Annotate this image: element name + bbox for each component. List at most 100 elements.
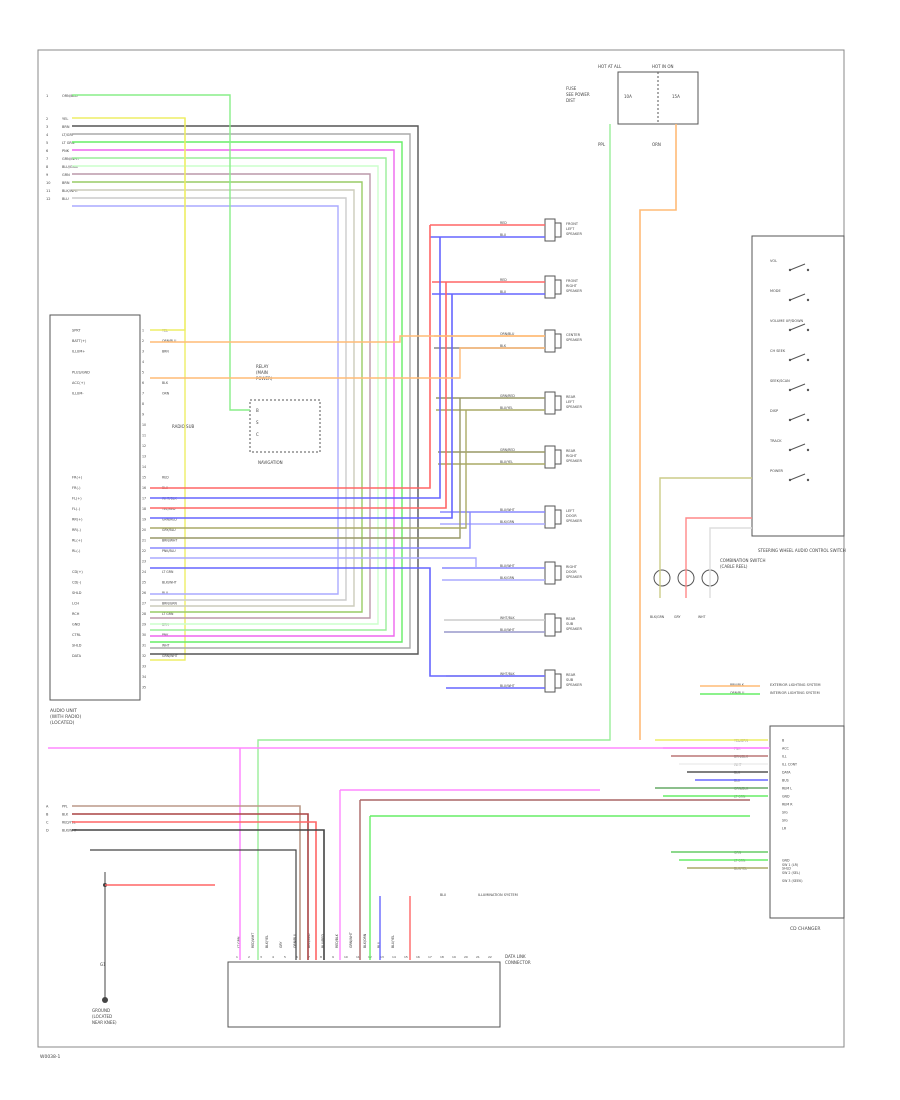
fuse-label-2: SEE POWER xyxy=(566,92,590,97)
other-system-label: ILLUMINATION SYSTEM xyxy=(478,893,518,897)
data-link-pin-number: 11 xyxy=(356,955,360,959)
audio-pin-name: RL(-) xyxy=(72,549,81,553)
speaker-label: SUB xyxy=(566,678,574,682)
bundle-wire xyxy=(72,125,419,655)
steering-switch-item: TRACK xyxy=(769,439,782,443)
audio-pin-number: 16 xyxy=(142,486,146,490)
data-link-pin-number: 19 xyxy=(452,955,456,959)
audio-pin-number: 25 xyxy=(142,581,146,585)
wire xyxy=(72,829,325,960)
data-link-pin-wire: LT GRN xyxy=(237,936,241,948)
input-wire-index: 8 xyxy=(46,165,48,169)
cd-pin-name: BUS xyxy=(782,779,789,783)
speaker-wire-label: RED xyxy=(500,278,507,282)
audio-pin-name: SHLD xyxy=(72,644,82,648)
input-wire-label: BLK/WHT xyxy=(62,189,79,193)
wire xyxy=(150,410,467,529)
cd-pin-name: SHLD xyxy=(782,867,791,871)
audio-pin-number: 8 xyxy=(142,402,144,406)
diagram-code: W0038-1 xyxy=(40,1054,61,1060)
cd-bottom-label: SW 3 (SEEK) xyxy=(782,879,803,883)
speaker-label: SPEAKER xyxy=(566,683,582,687)
speaker-wire-label: BLK/GRN xyxy=(500,576,515,580)
data-link-pin-number: 9 xyxy=(332,955,334,959)
speaker-label: SPEAKER xyxy=(566,459,582,463)
data-link-pin-number: 3 xyxy=(260,955,262,959)
bundle-wire xyxy=(72,133,411,649)
wire xyxy=(639,124,677,740)
other-system-label: EXTERIOR LIGHTING SYSTEM xyxy=(770,683,821,687)
audio-pin-wire: ORN xyxy=(162,392,170,396)
speaker-wire-label: WHT/BLK xyxy=(500,616,516,620)
data-link-pin-number: 20 xyxy=(464,955,468,959)
audio-pin-wire: PNK xyxy=(162,633,169,637)
relay-contact-c: C xyxy=(256,432,259,437)
speaker-label: REAR xyxy=(566,395,576,399)
audio-pin-name: ILLUM- xyxy=(72,392,84,396)
audio-pin-number: 31 xyxy=(142,644,146,648)
audio-pin-wire: PNK/BLU xyxy=(162,549,176,553)
speaker-label: FRONT xyxy=(566,222,579,226)
fuse-title-2: HOT IN ON xyxy=(652,64,673,69)
data-link-pin-number: 7 xyxy=(308,955,310,959)
bottom-wire-index: B xyxy=(46,813,49,817)
input-wire-label: BRN xyxy=(62,125,70,129)
input-wire-index: 12 xyxy=(46,197,50,201)
audio-pin-wire: BRN xyxy=(162,350,169,354)
speaker-wire-label: ORN/BLU xyxy=(500,332,515,336)
data-link-pin-wire: RED/WHT xyxy=(251,933,255,948)
speaker-wire-label: BLK xyxy=(500,344,507,348)
speaker-label: SPEAKER xyxy=(566,405,582,409)
input-wire-index: 9 xyxy=(46,173,48,177)
audio-pin-number: 32 xyxy=(142,654,146,658)
steering-switch-item: CH SEEK xyxy=(770,349,786,353)
audio-pin-wire: BLK/WHT xyxy=(162,581,177,585)
input-wire-label: GRN/WHT xyxy=(62,157,80,161)
fuse-label-1: FUSE xyxy=(566,86,577,91)
data-link-pin-number: 13 xyxy=(380,955,384,959)
bundle-wire xyxy=(72,141,403,643)
audio-pin-wire: ORN/BLU xyxy=(162,339,177,343)
audio-pin-number: 18 xyxy=(142,507,146,511)
speaker-label: REAR xyxy=(566,617,576,621)
bundle-wire xyxy=(72,205,339,595)
bottom-wire-label: RED/YEL xyxy=(62,821,76,825)
bundle-wire xyxy=(72,181,363,613)
steering-switch-item: DISP xyxy=(770,409,778,413)
wire xyxy=(150,347,545,379)
bundle-wire xyxy=(72,117,186,661)
speakers: FRONTLEFTSPEAKERREDBLUFRONTRIGHTSPEAKERR… xyxy=(500,218,582,693)
audio-pin-number: 24 xyxy=(142,570,146,574)
audio-unit-body xyxy=(49,314,141,701)
audio-pin-wire: GRN/WHT xyxy=(162,654,178,658)
speaker-wire-label: GRN/RED xyxy=(500,394,515,398)
input-wire-index: 6 xyxy=(46,149,48,153)
wire xyxy=(150,512,471,549)
bundle-wire xyxy=(72,94,250,411)
cd-bottom-label: SW 1 (LR) xyxy=(782,863,798,867)
cd-pin-name: SIG xyxy=(782,819,788,823)
cable-reel-wire: BLK/GRN xyxy=(650,615,665,619)
speaker-wire-label: BLU/YEL xyxy=(500,460,513,464)
audio-pin-number: 3 xyxy=(142,350,144,354)
relay-contact-b: B xyxy=(256,408,259,413)
speaker-label: DOOR xyxy=(566,514,577,518)
cd-pin-name: B xyxy=(782,739,785,743)
wire xyxy=(150,225,431,489)
wire xyxy=(150,398,461,539)
bottom-wire-index: A xyxy=(46,805,49,809)
audio-unit-label2: (WITH RADIO) xyxy=(50,714,81,720)
cd-pin-name: REM L xyxy=(782,787,792,791)
audio-pin-name: DATA xyxy=(72,654,82,658)
cd-pin-name: LR xyxy=(782,827,787,831)
navigation-label: NAVIGATION xyxy=(258,460,283,465)
audio-pin-name: RR(-) xyxy=(72,528,81,532)
audio-pin-number: 14 xyxy=(142,465,146,469)
wires xyxy=(48,94,770,960)
speaker-label: SUB xyxy=(566,622,574,626)
speaker-wire-label: WHT/BLK xyxy=(500,672,516,676)
data-link-pin-wire: BLU/RED xyxy=(321,934,325,948)
